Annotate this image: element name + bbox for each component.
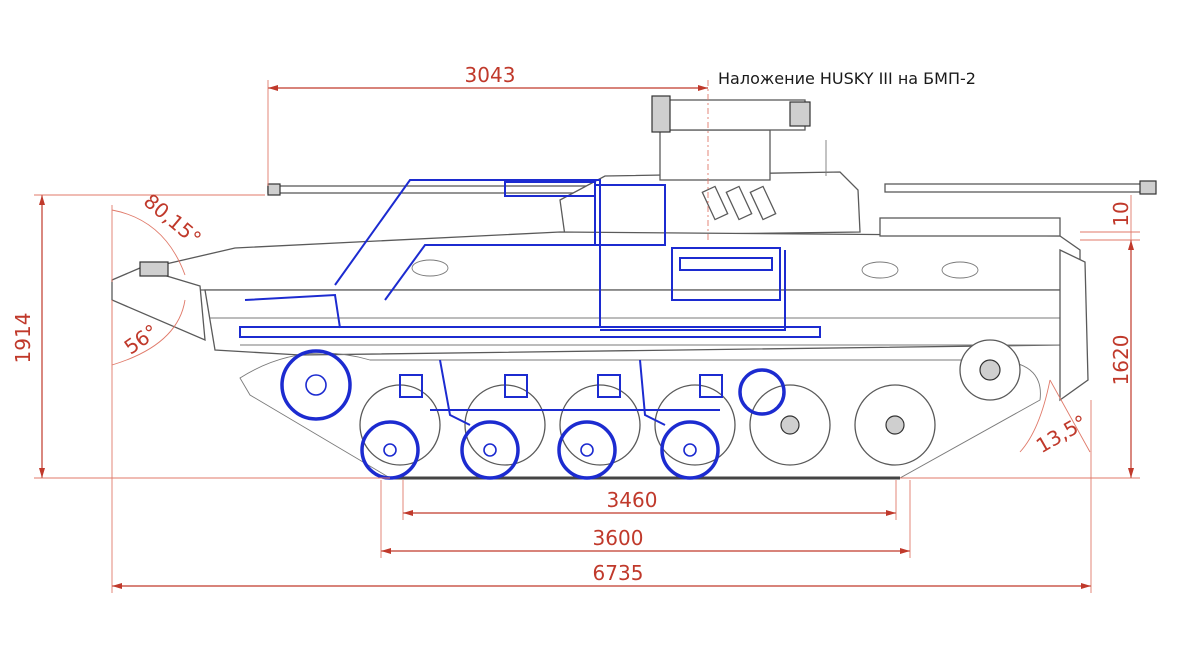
husky-rear-box bbox=[671, 247, 781, 301]
firing-port bbox=[861, 261, 899, 279]
husky-rear-frame bbox=[600, 250, 786, 331]
atgm-launcher-base bbox=[659, 129, 771, 181]
rear-barrel-muzzle bbox=[1139, 180, 1157, 195]
husky-cab-outline bbox=[334, 179, 601, 328]
husky-windshield bbox=[384, 244, 600, 301]
dim-hull-height: 1620 bbox=[1109, 335, 1133, 386]
atgm-tube-end bbox=[651, 95, 671, 133]
husky-sprocket-hub bbox=[305, 374, 327, 396]
angle-arc-front-lower bbox=[111, 299, 186, 366]
rear-barrel-ghost bbox=[884, 183, 1156, 193]
husky-frame-rail bbox=[239, 326, 821, 338]
drawing-title: Наложение HUSKY III на БМП-2 bbox=[718, 69, 976, 88]
husky-rear-sprocket bbox=[738, 368, 786, 416]
dim-turret-offset: 3043 bbox=[465, 63, 516, 87]
husky-suspension bbox=[399, 359, 723, 426]
atgm-sight bbox=[789, 101, 811, 127]
gun-barrel bbox=[267, 185, 609, 194]
idler-hub bbox=[979, 359, 1001, 381]
dim-roof-step: 10 bbox=[1109, 201, 1133, 226]
firing-port bbox=[941, 261, 979, 279]
husky-cab-box bbox=[594, 184, 666, 246]
dim-overall-height: 1914 bbox=[11, 313, 35, 364]
dim-track-base: 3600 bbox=[593, 526, 644, 550]
angle-front-lower: 56° bbox=[120, 319, 163, 359]
husky-front-frame bbox=[244, 293, 341, 329]
husky-box-vent bbox=[679, 257, 773, 271]
atgm-launcher-tube bbox=[654, 99, 806, 131]
angle-arc-front-upper bbox=[111, 209, 186, 276]
rear-deck bbox=[879, 217, 1061, 237]
dim-track-contact: 3460 bbox=[607, 488, 658, 512]
hull-upper bbox=[139, 231, 1081, 291]
rear-door bbox=[1059, 248, 1089, 402]
firing-port bbox=[411, 259, 449, 277]
front-glacis bbox=[111, 267, 206, 342]
headlight bbox=[139, 261, 169, 277]
angle-arc-rear bbox=[1019, 379, 1051, 453]
husky-drive-sprocket bbox=[280, 349, 352, 421]
dim-overall-length: 6735 bbox=[593, 561, 644, 585]
angle-front-upper: 80,15° bbox=[139, 189, 206, 251]
smoke-launchers bbox=[701, 185, 777, 221]
angle-rear: 13,5° bbox=[1032, 410, 1091, 458]
gun-muzzle bbox=[267, 183, 281, 196]
bmp2-vehicle bbox=[111, 95, 1157, 480]
